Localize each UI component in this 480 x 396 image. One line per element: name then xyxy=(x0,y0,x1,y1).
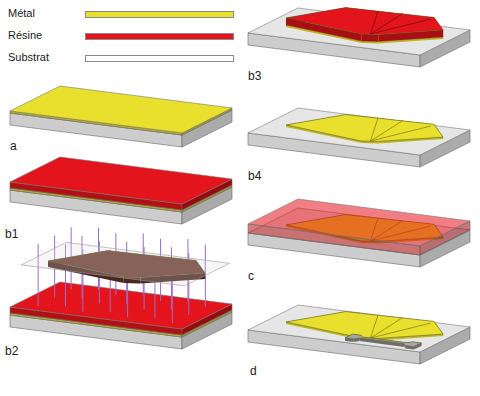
pattern-split-line xyxy=(371,19,431,34)
resin-pattern-side xyxy=(362,34,379,41)
step-c xyxy=(248,199,470,267)
step-b3 xyxy=(248,8,470,67)
legend-text: Substrat xyxy=(8,52,49,63)
substrate-top xyxy=(248,108,470,155)
step-label: c xyxy=(248,270,254,282)
substrate-top xyxy=(248,8,470,55)
channel-top xyxy=(345,334,421,347)
pattern-split-line xyxy=(371,318,403,339)
step-d xyxy=(248,305,470,364)
metal-pattern-top xyxy=(286,115,443,142)
resin-layer-top xyxy=(10,157,232,204)
step-label: d xyxy=(250,365,257,377)
pattern-split-line xyxy=(371,118,379,141)
resin-pattern-top xyxy=(286,8,443,35)
legend-text: Résine xyxy=(8,30,42,41)
step-label: b4 xyxy=(248,170,261,182)
legend-swatch xyxy=(85,33,234,40)
metal-layer-top xyxy=(10,86,232,133)
pattern-split-line xyxy=(371,323,431,338)
uv-light-ray xyxy=(38,244,39,306)
resin-cover-top xyxy=(248,199,470,246)
legend-text: Métal xyxy=(8,8,35,19)
step-label: b2 xyxy=(5,345,18,357)
step-a xyxy=(10,86,232,147)
step-b2 xyxy=(10,227,232,349)
step-label: b1 xyxy=(5,228,18,240)
metal-pattern-top xyxy=(286,312,443,339)
legend-swatch xyxy=(85,11,234,18)
pattern-split-line xyxy=(371,11,379,34)
legend-swatch xyxy=(85,55,234,62)
step-b4 xyxy=(248,108,470,167)
substrate-top xyxy=(248,305,470,352)
step-label: a xyxy=(10,140,17,152)
pattern-split-line xyxy=(371,14,403,35)
pattern-split-line xyxy=(371,121,403,142)
resin-layer-top xyxy=(10,282,232,329)
pattern-split-line xyxy=(371,126,431,141)
step-b1 xyxy=(10,157,232,224)
pattern-split-line xyxy=(371,315,379,338)
mask-plate xyxy=(21,242,229,285)
step-label: b3 xyxy=(248,70,261,82)
